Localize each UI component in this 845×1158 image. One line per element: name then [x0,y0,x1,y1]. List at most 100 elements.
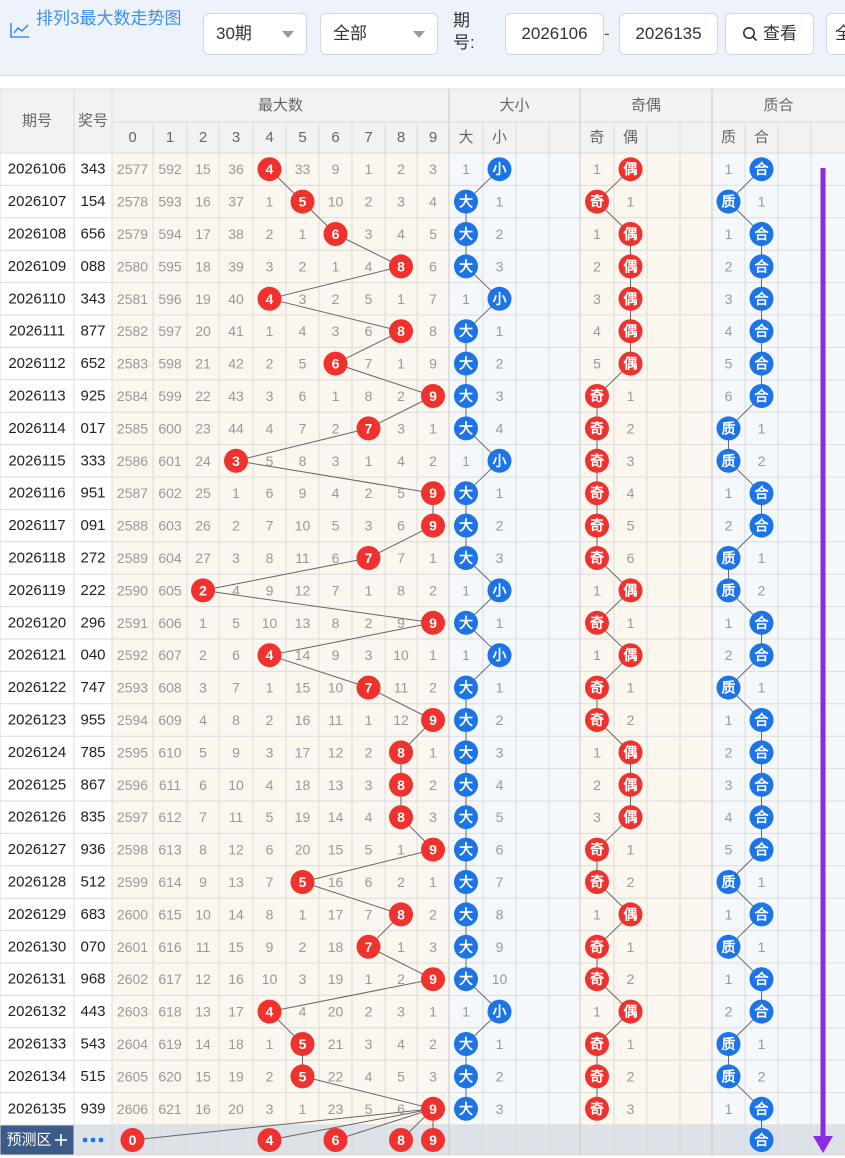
omission-cell: 2589 [117,550,148,566]
prime-omission-cell: 1 [725,615,733,631]
prime-omission-cell: 1 [758,194,766,210]
max-digit-ball: 6 [323,222,348,246]
max-digit-ball: 9 [421,708,445,732]
omission-cell: 2599 [117,874,148,890]
omission-cell: 2 [365,194,373,210]
omission-cell: 596 [158,291,182,307]
size-omission-cell: 2 [496,712,504,728]
line-chart-icon [10,23,29,38]
omission-cell: 2592 [117,647,148,663]
parity-ball: 奇 [585,481,609,506]
prime-omission-cell: 5 [725,356,733,372]
size-ball-text: 小 [493,647,507,663]
prime-omission-cell: 2 [725,744,733,760]
parity-ball-text: 偶 [624,226,638,242]
prime-ball: 质 [716,1032,741,1056]
omission-cell: 6 [332,550,340,566]
max-digit-ball-text: 8 [397,258,405,274]
size-ball: 大 [454,772,478,797]
plus-icon[interactable] [55,1134,67,1146]
omission-cell: 16 [195,1101,211,1117]
number-cell: 543 [80,1036,105,1053]
omission-cell: 20 [228,1101,244,1117]
size-ball: 大 [454,675,478,700]
omission-cell: 621 [158,1101,182,1117]
omission-cell: 26 [195,518,211,534]
size-ball-text: 大 [459,258,473,274]
size-ball: 大 [454,319,478,344]
prime-omission-cell: 2 [725,647,733,663]
period-cell: 2026112 [8,355,65,372]
omission-cell: 3 [266,1101,274,1117]
omission-cell: 598 [158,356,182,372]
number-cell: 747 [80,679,105,696]
size-ball: 小 [487,157,512,182]
omission-cell: 5 [299,356,307,372]
parity-ball: 偶 [618,805,643,830]
omission-cell: 3 [397,194,405,210]
max-digit-ball-text: 8 [397,744,405,760]
omission-cell: 5 [266,809,274,825]
filter-select[interactable]: 全部 [320,13,438,55]
omission-cell: 2596 [117,777,148,793]
max-digit-ball-text: 7 [365,680,373,696]
max-digit-ball-text: 9 [429,971,437,987]
period-cell: 2026129 [8,906,66,923]
period-count-select[interactable]: 30期 [203,13,307,55]
size-omission-cell: 3 [496,388,504,404]
parity-ball-text: 奇 [590,971,604,987]
omission-cell: 8 [232,712,240,728]
end-period-input[interactable]: 2026135 [619,13,718,55]
omission-cell: 594 [158,226,182,242]
predict-label: 预测区 [6,1132,51,1149]
omission-cell: 3 [365,518,373,534]
omission-cell: 8 [199,842,207,858]
period-cell: 2026123 [8,712,66,729]
digit-header: 6 [331,129,339,146]
size-ball-text: 大 [459,194,473,210]
omission-cell: 20 [328,1004,344,1020]
page-title-text: 排列3最大数走势图 [36,9,182,28]
number-cell: 070 [80,938,105,955]
max-digit-ball-text: 7 [365,939,373,955]
omission-cell: 1 [365,971,373,987]
omission-cell: 10 [228,777,244,793]
omission-cell: 4 [266,420,274,436]
omission-cell: 22 [328,1068,344,1084]
search-button[interactable]: 查看 [725,13,814,55]
omission-cell: 3 [429,1068,437,1084]
size-ball: 大 [454,1032,478,1056]
omission-cell: 2 [332,291,340,307]
omission-cell: 2 [332,420,340,436]
omission-cell: 2591 [117,615,148,631]
omission-cell: 15 [328,842,344,858]
period-cell: 2026107 [8,193,66,210]
size-ball-text: 大 [459,550,473,566]
omission-cell: 2579 [117,226,148,242]
digit-header: 4 [265,129,273,146]
start-period-input[interactable]: 2026106 [505,13,604,55]
prime-omission-cell: 2 [725,1004,733,1020]
max-digit-ball: 6 [323,351,348,376]
omission-cell: 616 [158,939,182,955]
prime-ball-text: 质 [722,680,736,696]
parity-ball: 奇 [585,1032,609,1056]
number-cell: 343 [80,161,105,178]
omission-cell: 592 [158,161,182,177]
omission-cell: 3 [365,777,373,793]
more-dots-icon[interactable] [82,1137,104,1143]
prime-ball: 合 [749,740,774,765]
omission-cell: 617 [158,971,182,987]
omission-cell: 9 [332,161,340,177]
max-digit-ball-text: 9 [429,712,437,728]
omission-cell: 3 [365,226,373,242]
max-digit-ball: 4 [257,643,282,668]
digit-header: 2 [199,129,207,146]
extra-select[interactable]: 全 [826,13,845,55]
max-digit-ball: 9 [421,513,445,538]
omission-cell: 9 [332,647,340,663]
max-digit-ball-text: 9 [429,518,437,534]
number-cell: 343 [80,290,105,307]
group-header-max: 最大数 [258,97,303,114]
number-cell: 040 [80,647,105,664]
